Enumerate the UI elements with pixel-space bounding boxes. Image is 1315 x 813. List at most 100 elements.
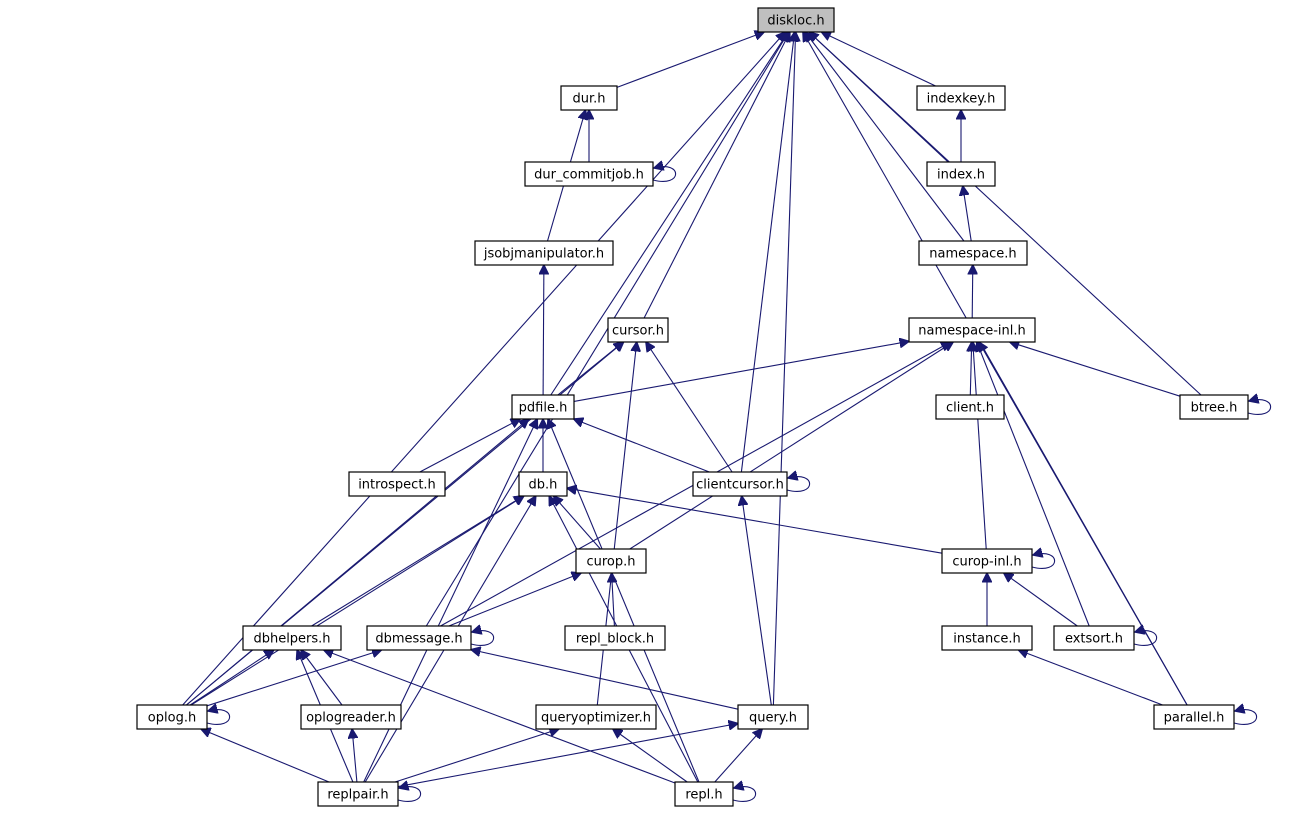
node-box[interactable] [916,85,1006,111]
node-box[interactable] [317,781,399,807]
node-box[interactable] [348,471,446,497]
node-curop-inl[interactable]: curop-inl.h [941,548,1033,574]
node-dur-commitjob[interactable]: dur_commitjob.h [524,161,654,187]
node-box[interactable] [737,704,809,730]
node-jsobjmanipulator[interactable]: jsobjmanipulator.h [474,240,614,266]
node-queryoptimizer[interactable]: queryoptimizer.h [535,704,657,730]
node-box[interactable] [136,704,208,730]
node-box[interactable] [607,317,669,343]
edge-dbmessage-to-curop [448,573,581,627]
node-box[interactable] [524,161,654,187]
node-label: db.h [529,478,558,493]
edge-introspect-to-pdfile [419,419,520,473]
edge-btree-to-diskloc [809,32,1202,396]
node-curop[interactable]: curop.h [575,548,647,574]
edge-repl-to-queryoptimizer [613,729,688,783]
node-parallel[interactable]: parallel.h [1153,704,1235,730]
edge-dur_commitjob-to-dur_commitjob [653,167,677,182]
node-extsort[interactable]: extsort.h [1053,625,1135,651]
node-introspect[interactable]: introspect.h [348,471,446,497]
edge-curop_inl-to-curop_inl [1032,554,1056,569]
edge-oplog-to-dbhelpers [189,650,274,706]
node-box[interactable] [535,704,657,730]
edge-repl_block-to-curop [612,573,615,627]
node-label: repl.h [685,788,722,803]
node-label: index.h [937,168,985,183]
edge-extsort-to-extsort [1134,631,1158,646]
node-label: query.h [749,711,797,726]
node-client[interactable]: client.h [935,394,1005,420]
node-box[interactable] [692,471,788,497]
node-repl[interactable]: repl.h [674,781,734,807]
node-box[interactable] [511,394,575,420]
node-box[interactable] [564,625,666,651]
edge-replpair-to-query [397,724,738,788]
node-index[interactable]: index.h [926,161,996,187]
node-label: dur_commitjob.h [534,168,644,183]
node-box[interactable] [1179,394,1249,420]
node-box[interactable] [926,161,996,187]
node-box[interactable] [366,625,472,651]
edge-clientcursor-to-diskloc [740,32,794,473]
node-box[interactable] [1053,625,1135,651]
node-label: dur.h [572,92,605,107]
edge-extsort-to-curop_inl [1004,573,1078,627]
node-namespace-inl[interactable]: namespace-inl.h [908,317,1036,343]
node-oplog[interactable]: oplog.h [136,704,208,730]
edge-pdfile-to-jsobjmanipulator [543,265,544,396]
node-query[interactable]: query.h [737,704,809,730]
node-label: dbmessage.h [375,632,462,647]
node-box[interactable] [918,240,1028,266]
node-label: repl_block.h [576,632,654,647]
edge-repl-to-dbhelpers [324,650,676,784]
node-box[interactable] [575,548,647,574]
node-box[interactable] [242,625,342,651]
node-box[interactable] [474,240,614,266]
node-box[interactable] [908,317,1036,343]
edge-clientcursor-to-clientcursor [787,477,811,492]
node-db[interactable]: db.h [518,471,568,497]
edge-oplog-to-pdfile [186,419,528,706]
edge-query-to-clientcursor [742,496,772,706]
node-label: indexkey.h [927,92,996,107]
node-box[interactable] [935,394,1005,420]
node-box[interactable] [1153,704,1235,730]
edge-parallel-to-instance [1018,650,1163,706]
node-clientcursor[interactable]: clientcursor.h [692,471,788,497]
edge-query-to-dbmessage [471,650,739,710]
node-dur[interactable]: dur.h [560,85,618,111]
node-cursor[interactable]: cursor.h [607,317,669,343]
node-namespace[interactable]: namespace.h [918,240,1028,266]
node-instance[interactable]: instance.h [941,625,1033,651]
node-repl-block[interactable]: repl_block.h [564,625,666,651]
edge-curop-to-namespace_inl [629,342,953,550]
node-box[interactable] [300,704,402,730]
node-box[interactable] [518,471,568,497]
node-replpair[interactable]: replpair.h [317,781,399,807]
node-dbhelpers[interactable]: dbhelpers.h [242,625,342,651]
node-box[interactable] [757,7,835,33]
node-label: oplogreader.h [306,711,396,726]
node-dbmessage[interactable]: dbmessage.h [366,625,472,651]
node-box[interactable] [941,548,1033,574]
edges-layer [182,32,1272,802]
edge-oplog-to-db [190,496,524,706]
edge-parallel-to-namespace_inl [979,342,1188,706]
node-label: introspect.h [358,478,436,493]
edge-replpair-to-queryoptimizer [394,729,559,783]
node-indexkey[interactable]: indexkey.h [916,85,1006,111]
edge-pdfile-to-namespace_inl [573,341,909,402]
node-box[interactable] [560,85,618,111]
node-diskloc[interactable]: diskloc.h [757,7,835,33]
node-pdfile[interactable]: pdfile.h [511,394,575,420]
node-label: instance.h [953,632,1020,647]
node-label: dbhelpers.h [253,632,330,647]
node-oplogreader[interactable]: oplogreader.h [300,704,402,730]
edge-btree-to-btree [1248,400,1272,415]
node-btree[interactable]: btree.h [1179,394,1249,420]
edge-oplog-to-diskloc [182,32,786,706]
edge-repl-to-query [714,729,762,783]
node-box[interactable] [941,625,1033,651]
node-box[interactable] [674,781,734,807]
